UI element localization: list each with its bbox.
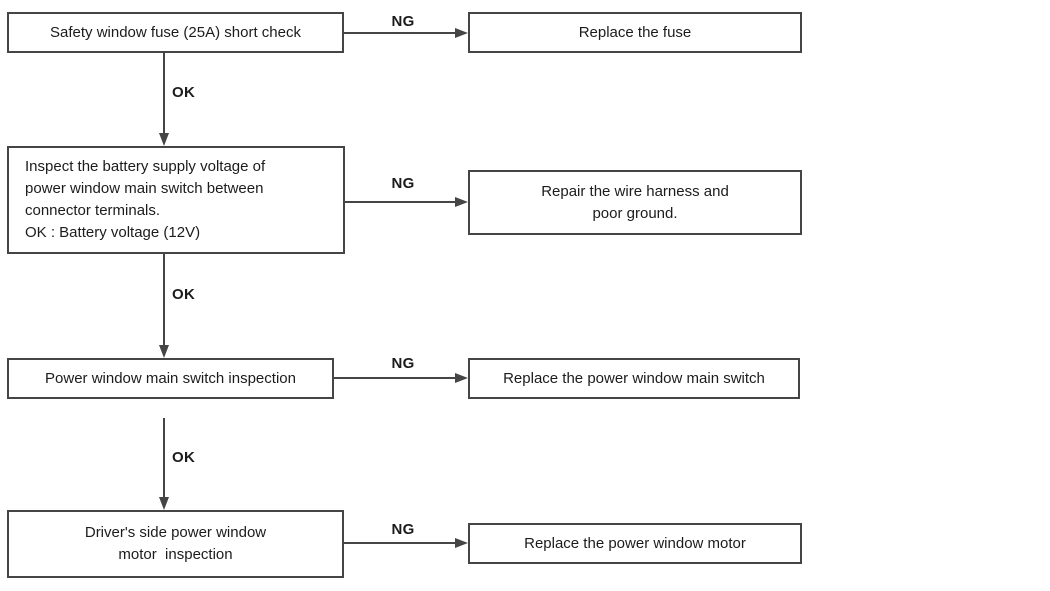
arrowhead-down-icon <box>159 345 169 358</box>
ng-label-3: NG <box>391 355 415 372</box>
step-box-fuse-short-check: Safety window fuse (25A) short check <box>7 12 344 53</box>
step-box-main-switch-inspection: Power window main switch inspection <box>7 358 334 399</box>
arrowhead-right-icon <box>455 28 468 38</box>
ng-arrow-line-2 <box>345 201 457 203</box>
ok-label-3: OK <box>172 449 196 466</box>
arrowhead-down-icon <box>159 497 169 510</box>
action-box-replace-main-switch: Replace the power window main switch <box>468 358 800 399</box>
arrowhead-right-icon <box>455 373 468 383</box>
ng-label-1: NG <box>391 13 415 30</box>
ok-label-1: OK <box>172 84 196 101</box>
arrowhead-down-icon <box>159 133 169 146</box>
step-box-battery-voltage-inspect: Inspect the battery supply voltage of po… <box>7 146 345 254</box>
action-box-replace-window-motor: Replace the power window motor <box>468 523 802 564</box>
arrowhead-right-icon <box>455 538 468 548</box>
ok-arrow-line-3 <box>163 418 165 498</box>
ng-arrow-line-3 <box>334 377 457 379</box>
ng-arrow-line-1 <box>344 32 457 34</box>
action-box-replace-fuse: Replace the fuse <box>468 12 802 53</box>
ng-label-4: NG <box>391 521 415 538</box>
ok-arrow-line-1 <box>163 53 165 134</box>
ok-arrow-line-2 <box>163 254 165 346</box>
arrowhead-right-icon <box>455 197 468 207</box>
ok-label-2: OK <box>172 286 196 303</box>
ng-label-2: NG <box>391 175 415 192</box>
ng-arrow-line-4 <box>344 542 457 544</box>
action-box-repair-wire-harness: Repair the wire harness and poor ground. <box>468 170 802 235</box>
step-box-window-motor-inspection: Driver's side power window motor inspect… <box>7 510 344 578</box>
